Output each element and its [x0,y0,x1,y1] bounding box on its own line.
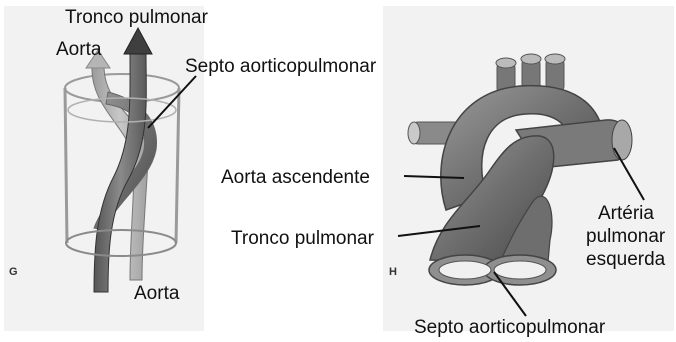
cylinder-bottom-rim [66,230,176,256]
label-aorta-bottom: Aorta [134,284,179,303]
label-tronco-pulmonar-g: Tronco pulmonar [65,8,208,27]
label-arteria-line3: esquerda [586,250,665,269]
label-aorta-ascendente: Aorta ascendente [221,168,370,187]
carotid-opening [521,54,541,64]
label-aorta-top: Aorta [56,40,101,59]
brachiocephalic-opening [496,58,516,68]
panel-letter-g: G [9,266,18,278]
cylinder-left-wall [65,88,67,243]
subclavian-opening [545,54,565,64]
tronco-arrowhead [124,28,152,54]
panel-g-drawing [65,28,196,292]
panel-h-drawing [398,54,644,316]
arteria-leader [614,148,644,200]
pulmonary-lumen [439,261,491,279]
aortic-lumen [494,261,546,279]
label-arteria-line2: pulmonar [586,227,665,246]
septo-leader-g [148,76,196,128]
label-septo-h: Septo aorticopulmonar [414,318,605,337]
right-pulmonary-opening [408,122,420,144]
label-tronco-pulmonar-h: Tronco pulmonar [231,229,374,248]
label-arteria-line1: Artéria [598,204,654,223]
left-pulmonary-opening [612,120,632,160]
label-septo-g: Septo aorticopulmonar [185,57,376,76]
panel-letter-h: H [389,266,397,278]
